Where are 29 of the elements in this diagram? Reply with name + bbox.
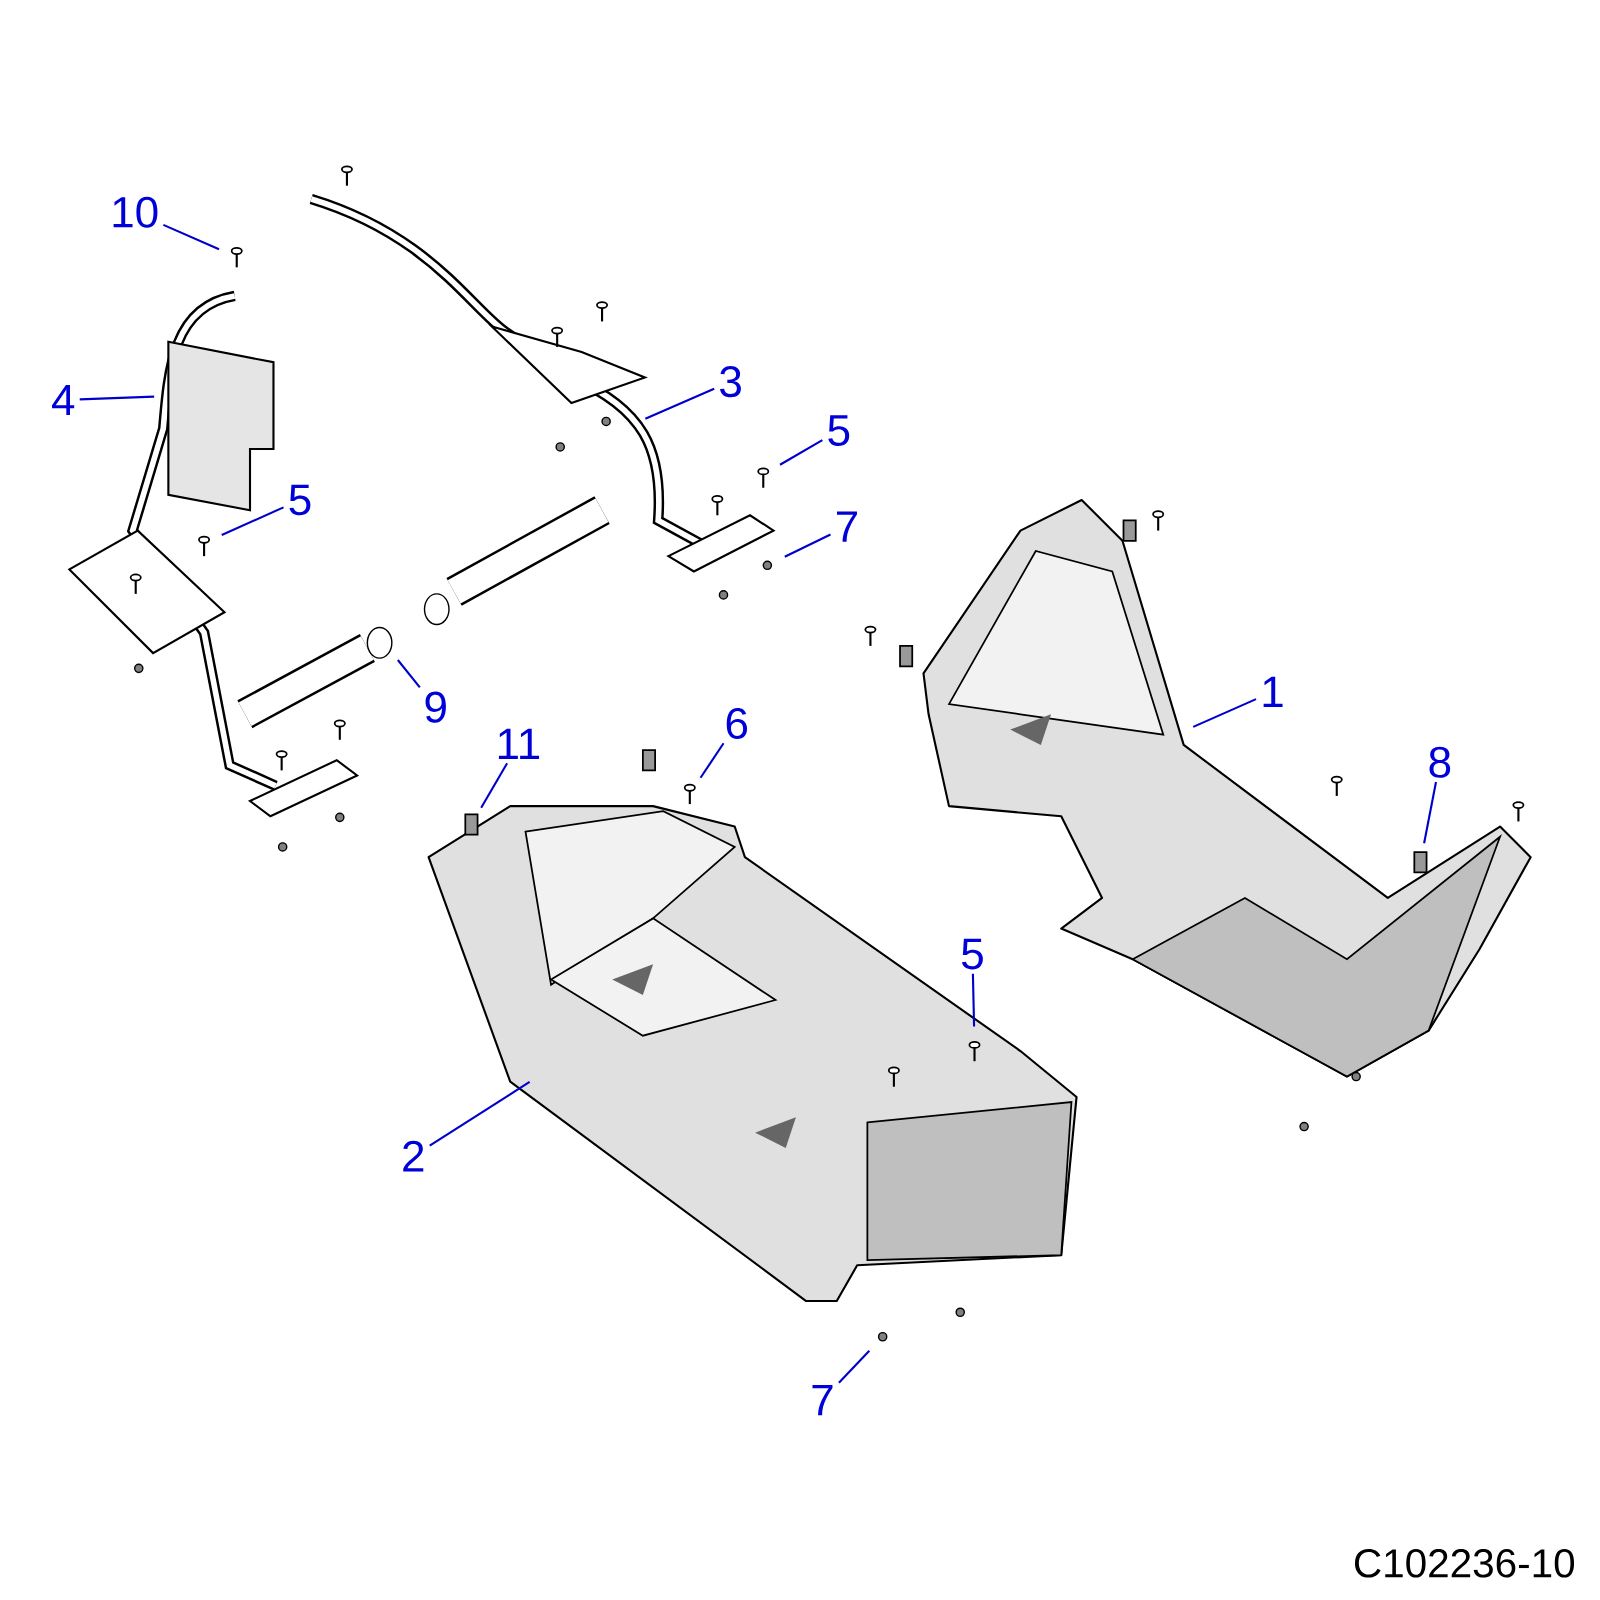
callout-number: 5 — [289, 484, 311, 516]
leader-line — [838, 1350, 871, 1384]
callout-number: 9 — [425, 691, 446, 723]
callout-number: 5 — [962, 938, 983, 970]
leader-line — [429, 1080, 531, 1147]
callout-number: 7 — [812, 1384, 833, 1416]
figure-number: C102236-10 — [1355, 1548, 1575, 1578]
leader-line — [779, 439, 823, 466]
leader-line — [644, 387, 715, 420]
leader-line — [79, 395, 155, 401]
leader-line — [784, 533, 831, 558]
callout-number: 1 — [1263, 676, 1283, 707]
callout-number: 7 — [837, 511, 857, 542]
leader-line — [1192, 698, 1257, 728]
leader-line — [971, 973, 976, 1027]
leader-line — [699, 742, 725, 779]
leader-line — [397, 659, 421, 688]
callout-number: 10 — [113, 196, 158, 228]
callout-number: 6 — [726, 707, 748, 740]
callout-number: 8 — [1429, 746, 1451, 778]
callout-number: 4 — [52, 384, 75, 416]
leader-line — [480, 762, 509, 809]
leader-line — [221, 506, 284, 536]
leader-line — [162, 223, 220, 251]
callout-number: 3 — [720, 366, 741, 398]
callout-number: 5 — [828, 415, 850, 446]
callout-number: 11 — [498, 728, 540, 759]
callout-number: 2 — [403, 1140, 424, 1172]
leader-line — [1423, 781, 1438, 844]
